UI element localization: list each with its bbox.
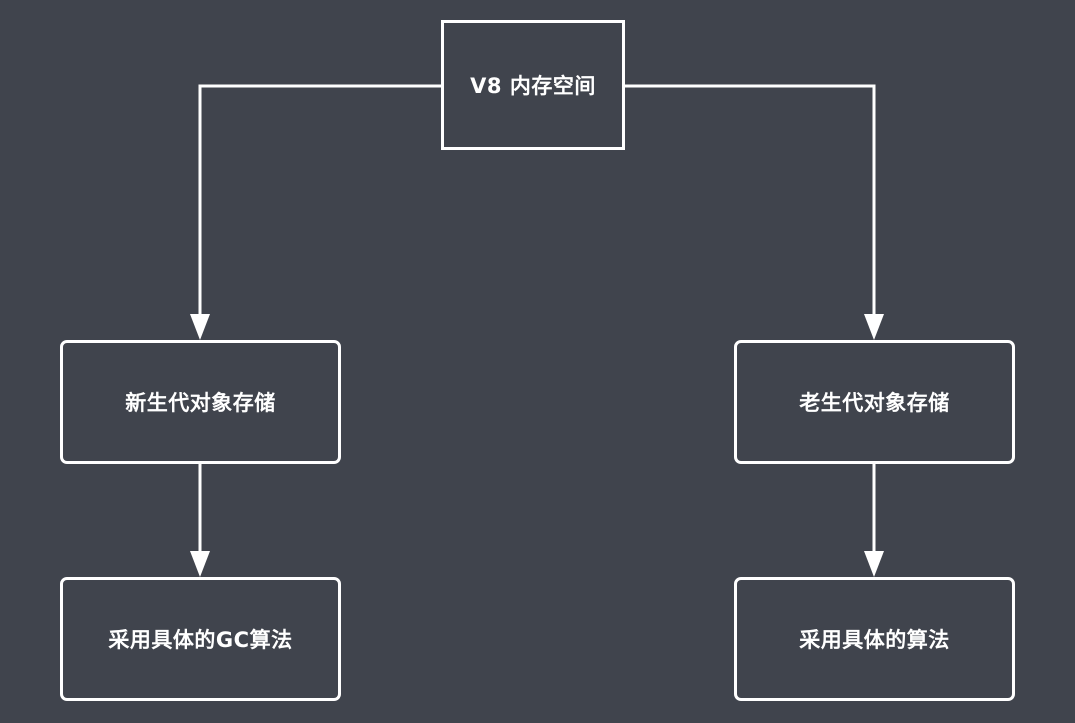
node-label-v8-memory-space: V8 内存空间 — [470, 74, 596, 98]
node-label-old-gc-algorithm: 采用具体的算法 — [799, 628, 950, 652]
node-young-gc-algorithm[interactable]: 采用具体的GC算法 — [60, 577, 341, 701]
node-young-generation-storage[interactable]: 新生代对象存储 — [60, 340, 341, 464]
arrowhead-old — [864, 314, 884, 340]
edge-root-to-old — [625, 84, 876, 318]
node-label-old-generation-storage: 老生代对象存储 — [799, 391, 950, 415]
arrowhead-old-algo — [864, 551, 884, 577]
node-label-young-generation-storage: 新生代对象存储 — [125, 391, 276, 415]
arrowhead-young-algo — [190, 551, 210, 577]
node-old-generation-storage[interactable]: 老生代对象存储 — [734, 340, 1015, 464]
arrowhead-young — [190, 314, 210, 340]
node-label-young-gc-algorithm: 采用具体的GC算法 — [108, 628, 293, 652]
edge-root-to-young — [198, 84, 441, 318]
node-old-gc-algorithm[interactable]: 采用具体的算法 — [734, 577, 1015, 701]
node-v8-memory-space[interactable]: V8 内存空间 — [441, 20, 625, 150]
